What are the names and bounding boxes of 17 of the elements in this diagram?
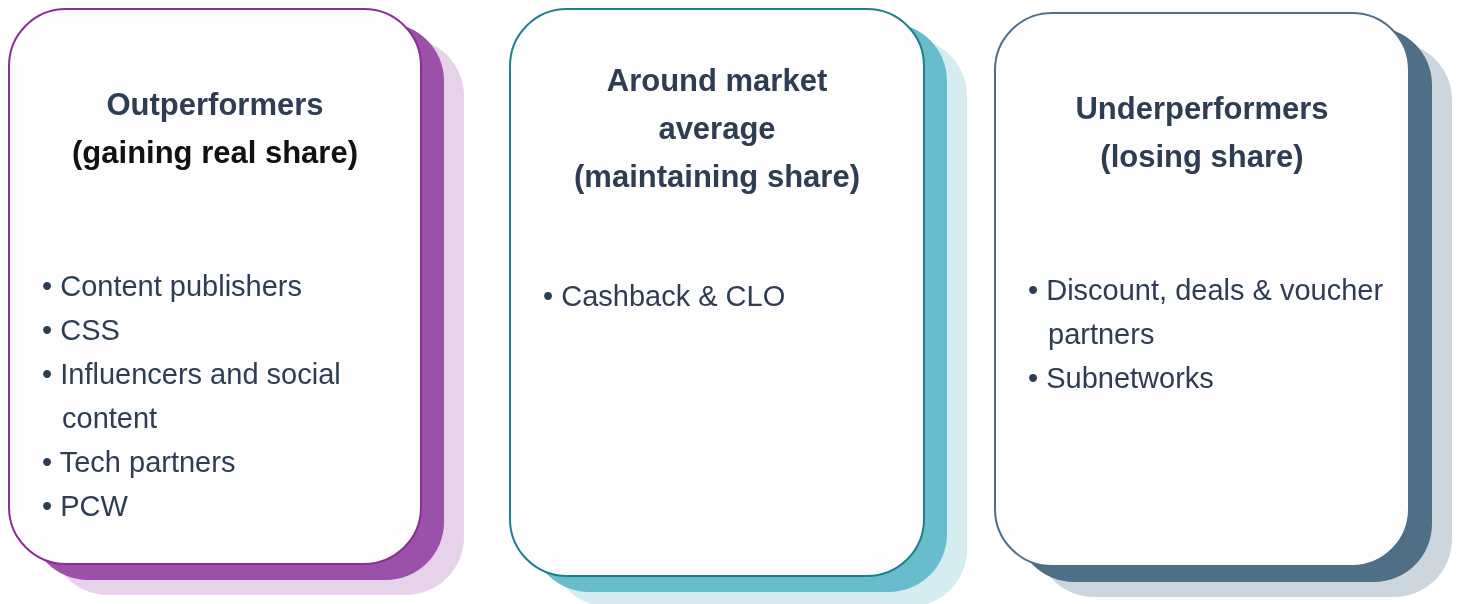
card-title: Around market average [605, 62, 829, 148]
bullet-item: • Content publishers [42, 269, 304, 304]
card-subtitle: (maintaining share) [574, 158, 860, 196]
bullet-item: • Discount, deals & voucher partners [1028, 273, 1385, 352]
bullet-item: • Subnetworks [1028, 361, 1215, 396]
card-title: Underperformers [1075, 90, 1329, 128]
card-subtitle: (gaining real share) [72, 134, 358, 172]
bullet-item: • Tech partners [42, 445, 237, 480]
category-card [509, 8, 925, 577]
bullet-item: • Cashback & CLO [543, 279, 787, 314]
bullet-item: • Influencers and social content [42, 357, 342, 436]
card-title: Outperformers [106, 86, 324, 124]
category-card [8, 8, 422, 565]
card-subtitle: (losing share) [1100, 138, 1304, 176]
bullet-item: • CSS [42, 313, 121, 348]
category-card [994, 12, 1410, 567]
bullet-item: • PCW [42, 489, 129, 524]
